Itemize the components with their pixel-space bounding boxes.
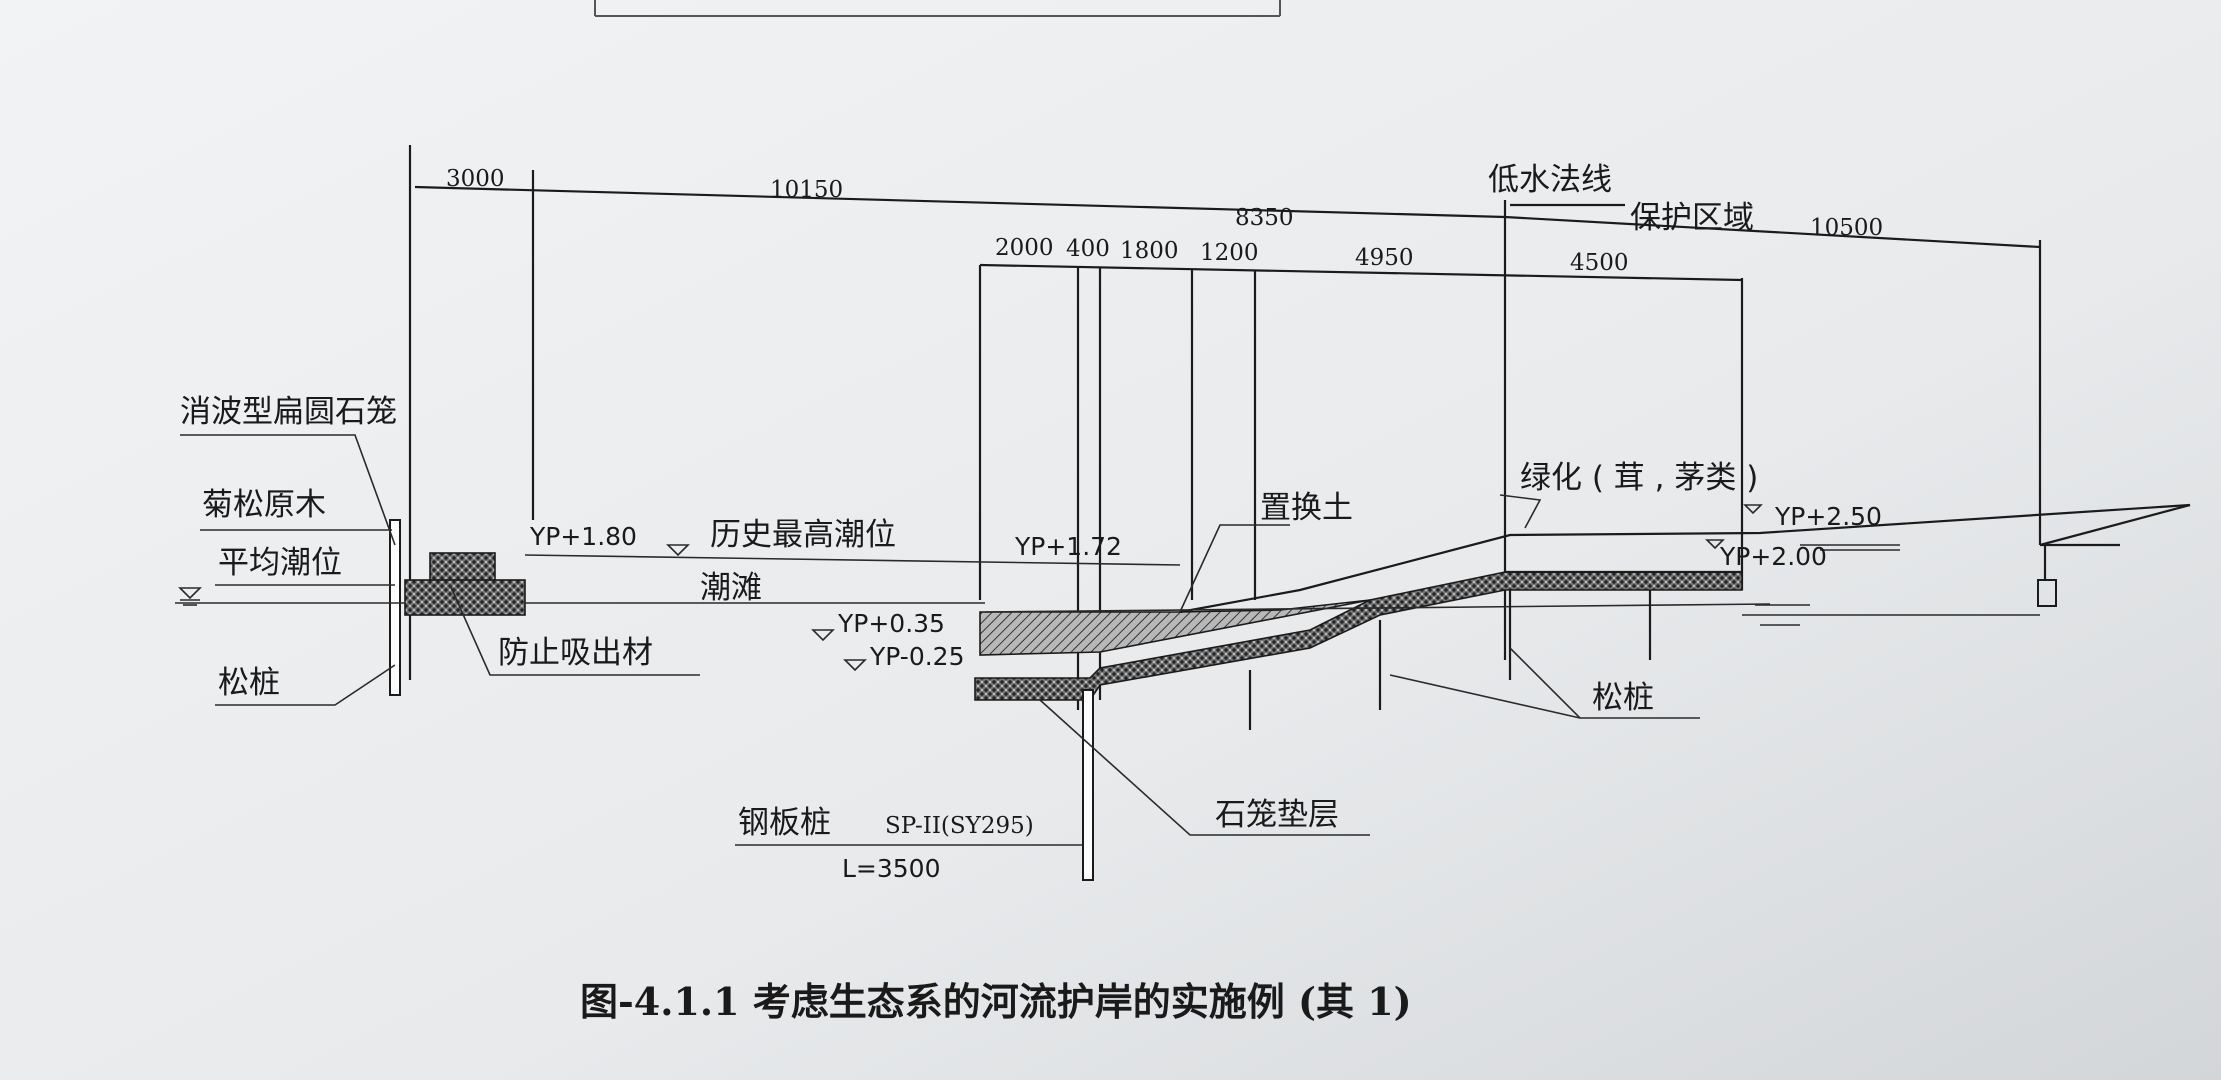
elev-yp-200: YP+2.00 bbox=[1719, 542, 1827, 571]
dim-2000: 2000 bbox=[995, 235, 1054, 261]
tidal-flat-label: 潮滩 bbox=[700, 570, 762, 606]
dim-8350: 8350 bbox=[1235, 205, 1294, 231]
elev-yp-250: YP+2.50 bbox=[1774, 502, 1882, 531]
greening-label: 绿化 ( 茸 , 茅类 ) bbox=[1520, 460, 1758, 496]
historic-high-tide-label: 历史最高潮位 bbox=[710, 517, 896, 553]
pine-pile-right-leader-b bbox=[1389, 674, 1581, 719]
low-water-line-label: 低水法线 bbox=[1488, 162, 1612, 198]
top-dimension-line bbox=[408, 145, 2042, 680]
pine-log-label: 菊松原木 bbox=[202, 487, 326, 523]
dim-1200: 1200 bbox=[1200, 240, 1259, 266]
sheet-pile-spec: SP-II(SY295) bbox=[885, 813, 1034, 839]
greening-leader bbox=[1499, 494, 1542, 529]
dim-3000: 3000 bbox=[446, 166, 505, 192]
replacement-soil-leader bbox=[1179, 524, 1290, 613]
figure-caption: 图-4.1.1 考虑生态系的河流护岸的实施例 (其 1) bbox=[580, 979, 1412, 1024]
elev-yp-m025: YP-0.25 bbox=[869, 642, 964, 671]
dim-4950: 4950 bbox=[1355, 245, 1414, 271]
dim-1800: 1800 bbox=[1120, 238, 1179, 264]
steel-sheet-pile-label: 钢板桩 bbox=[738, 805, 831, 841]
embankment-section bbox=[811, 503, 2191, 881]
anti-washout-leader bbox=[449, 584, 700, 676]
dim-4500: 4500 bbox=[1570, 250, 1629, 276]
anti-washout-label: 防止吸出材 bbox=[498, 635, 653, 671]
pine-pile-right-label: 松桩 bbox=[1592, 680, 1654, 716]
dim-10150: 10150 bbox=[770, 177, 843, 203]
elev-yp-172: YP+1.72 bbox=[1014, 532, 1122, 561]
pine-pile-left-label: 松桩 bbox=[218, 665, 280, 701]
dim-10500: 10500 bbox=[1810, 215, 1883, 241]
sheet-pile-length: L=3500 bbox=[842, 854, 941, 883]
gabion-bedding-label: 石笼垫层 bbox=[1215, 797, 1339, 833]
left-bank-structure bbox=[175, 519, 1181, 696]
elev-yp-180: YP+1.80 bbox=[529, 522, 637, 551]
protection-zone-label: 保护区域 bbox=[1630, 200, 1754, 236]
wave-gabion-leader bbox=[180, 434, 396, 546]
elev-yp-035: YP+0.35 bbox=[837, 609, 945, 638]
wave-gabion-label: 消波型扁圆石笼 bbox=[180, 394, 397, 430]
dim-400: 400 bbox=[1066, 236, 1110, 262]
pine-pile-left-leader bbox=[215, 664, 396, 706]
gabion-bedding-leader bbox=[1039, 699, 1370, 836]
mean-tide-label: 平均潮位 bbox=[218, 545, 342, 581]
replacement-soil-label: 置换土 bbox=[1260, 490, 1353, 526]
